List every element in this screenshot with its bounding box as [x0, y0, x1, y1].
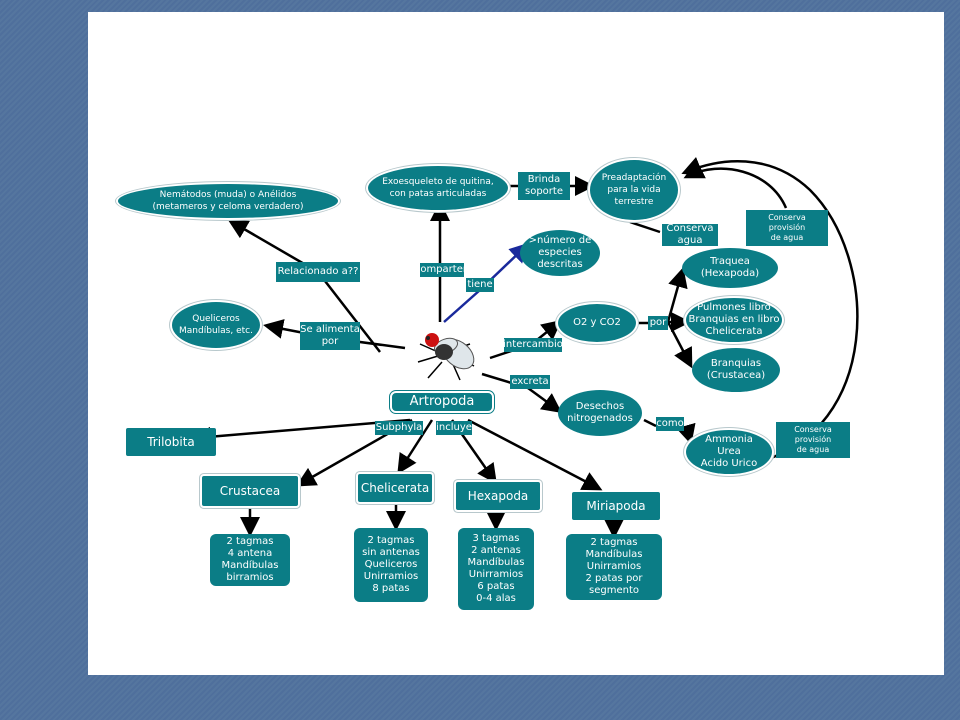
node-nematodos: Nemátodos (muda) o Anélidos (metameros y… [118, 184, 338, 218]
detail-crustacea: 2 tagmas 4 antena Mandíbulas birramios [210, 534, 290, 586]
node-numero-especies: >número de especies descritas [520, 230, 600, 276]
detail-miriapoda: 2 tagmas Mandíbulas Unirramios 2 patas p… [566, 534, 662, 600]
label-como: como [656, 417, 684, 431]
label-tiene: tiene [466, 278, 494, 292]
label-excreta: excreta [510, 375, 550, 389]
label-brinda-soporte: Brinda soporte [518, 172, 570, 200]
node-traquea: Traquea (Hexapoda) [682, 248, 778, 288]
label-intercambio: intercambio [503, 338, 563, 352]
node-trilobita: Trilobita [126, 428, 216, 456]
node-queliceros: Queliceros Mandíbulas, etc. [172, 302, 260, 348]
node-miriapoda: Miriapoda [572, 492, 660, 520]
label-incluye: incluye [436, 421, 472, 435]
node-crustacea: Crustacea [202, 476, 298, 506]
node-artropoda: Artropoda [390, 391, 494, 413]
detail-hexapoda: 3 tagmas 2 antenas Mandíbulas Unirramios… [458, 528, 534, 610]
label-comparten: comparten [414, 263, 470, 277]
label-conserva-agua: Conserva agua [662, 223, 718, 246]
node-pulmones: Pulmones libro Branquias en libro Chelic… [686, 298, 782, 342]
fly-icon [417, 333, 475, 381]
node-chelicerata: Chelicerata [358, 474, 432, 502]
label-relacionado: Relacionado a?? [276, 262, 360, 282]
detail-chelicerata: 2 tagmas sin antenas Queliceros Unirrami… [354, 528, 428, 602]
node-hexapoda: Hexapoda [456, 482, 540, 510]
node-preadaptacion: Preadaptación para la vida terrestre [590, 160, 678, 220]
label-por: por [648, 316, 668, 330]
node-ammonia: Ammonia Urea Acido Urico [686, 430, 772, 474]
label-conserva-provision-2: Conserva provisión de agua [776, 422, 850, 458]
node-desechos: Desechos nitrogenados [558, 390, 642, 436]
node-o2-co2: O2 y CO2 [558, 304, 636, 342]
label-subphyla: Subphyla [375, 421, 423, 435]
node-exoesqueleto: Exoesqueleto de quitina, con patas artic… [368, 166, 508, 210]
label-conserva-provision-1: Conserva provisión de agua [746, 210, 828, 246]
label-se-alimenta: Se alimenta por [300, 322, 360, 350]
node-branquias: Branquias (Crustacea) [692, 348, 780, 392]
